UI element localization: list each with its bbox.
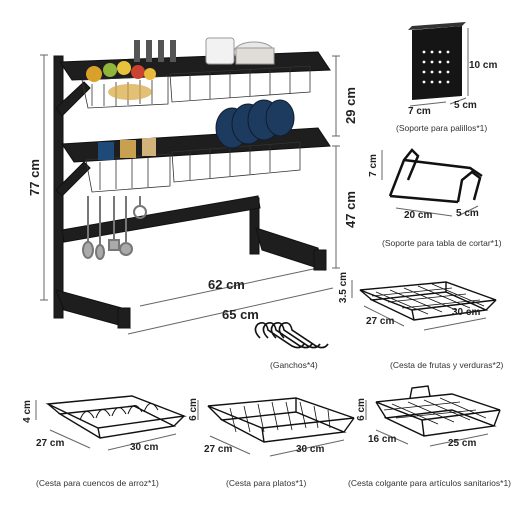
hanging-basket-dim-width: 25 cm bbox=[448, 438, 477, 449]
hooks-caption: (Ganchos*4) bbox=[270, 360, 318, 370]
fruit-basket-dim-width: 30 cm bbox=[452, 307, 481, 318]
plate-basket-dim-depth: 27 cm bbox=[204, 444, 233, 455]
dim-width-outer: 65 cm bbox=[222, 307, 259, 322]
chopstick-dim-depth: 5 cm bbox=[454, 100, 477, 111]
cutting-board-holder-caption: (Soporte para tabla de cortar*1) bbox=[382, 238, 502, 248]
cutting-board-dim-depth: 5 cm bbox=[456, 208, 479, 219]
chopstick-dim-width: 7 cm bbox=[408, 106, 431, 117]
bowl-basket-dim-width: 30 cm bbox=[130, 442, 159, 453]
bowl-basket-dim-depth: 27 cm bbox=[36, 438, 65, 449]
hanging-basket-caption: (Cesta colgante para artículos sanitario… bbox=[348, 478, 511, 488]
hanging-basket-dim-depth: 16 cm bbox=[368, 434, 397, 445]
fruit-basket-dim-depth: 27 cm bbox=[366, 316, 395, 327]
fruit-basket-caption: (Cesta de frutas y verduras*2) bbox=[390, 360, 504, 370]
chopstick-holder-caption: (Soporte para palillos*1) bbox=[396, 123, 488, 133]
plate-basket-dim-width: 30 cm bbox=[296, 444, 325, 455]
chopstick-dim-height: 10 cm bbox=[469, 60, 498, 71]
plate-basket-caption: (Cesta para platos*1) bbox=[226, 478, 307, 488]
bowl-basket-caption: (Cesta para cuencos de arroz*1) bbox=[36, 478, 159, 488]
hanging-basket-dim-height: 6 cm bbox=[355, 398, 367, 421]
cutting-board-dim-length: 20 cm bbox=[404, 210, 433, 221]
dim-width-inner: 62 cm bbox=[208, 277, 245, 292]
